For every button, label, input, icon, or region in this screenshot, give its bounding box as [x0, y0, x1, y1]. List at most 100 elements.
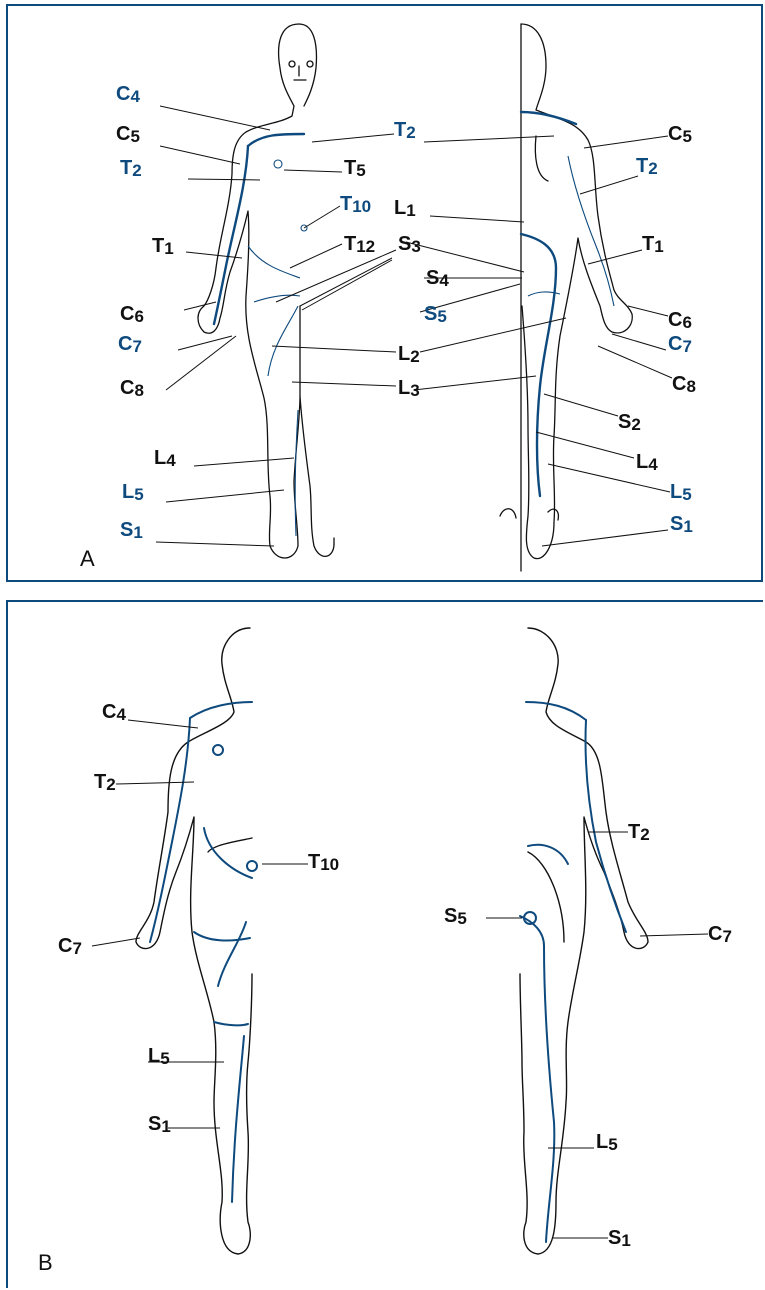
label-number: 7: [682, 337, 691, 356]
dermatome-label-s1: S1: [670, 514, 693, 534]
label-number: 7: [72, 939, 81, 958]
label-number: 5: [160, 1049, 169, 1068]
dermatome-label-t10: T10: [340, 194, 371, 214]
label-number: 5: [134, 485, 143, 504]
label-letter: C: [116, 123, 130, 145]
label-letter: T: [152, 235, 164, 257]
b-front-dermatome-arm: [150, 718, 190, 942]
label-letter: T: [628, 821, 640, 843]
label-number: 1: [164, 239, 173, 258]
label-letter: C: [118, 333, 132, 355]
label-letter: C: [116, 83, 130, 105]
label-number: 2: [648, 159, 657, 178]
dermatome-label-t2: T2: [120, 158, 142, 178]
label-number: 5: [457, 909, 466, 928]
dermatome-label-s1: S1: [148, 1114, 171, 1134]
label-number: 1: [406, 201, 415, 220]
label-number: 2: [106, 775, 115, 794]
label-number: 2: [631, 415, 640, 434]
dermatome-label-c5: C5: [116, 124, 140, 144]
dermatome-label-t12: T12: [344, 234, 375, 254]
label-letter: S: [670, 513, 683, 535]
label-letter: L: [148, 1045, 160, 1067]
label-number: 1: [621, 1231, 630, 1250]
label-letter: L: [122, 481, 134, 503]
label-number: 4: [130, 87, 139, 106]
dermatome-label-l3: L3: [398, 378, 420, 398]
dermatome-label-s1: S1: [608, 1228, 631, 1248]
front-body-outline: [198, 24, 334, 558]
label-number: 5: [437, 307, 446, 326]
label-letter: T: [308, 851, 320, 873]
label-number: 1: [161, 1117, 170, 1136]
dermatome-label-s1: S1: [120, 520, 143, 540]
panel-b-letter: B: [38, 1250, 53, 1276]
label-number: 5: [682, 127, 691, 146]
label-letter: L: [154, 447, 166, 469]
dermatome-label-c7: C7: [58, 936, 82, 956]
dermatome-label-s2: S2: [618, 412, 641, 432]
label-number: 4: [648, 455, 657, 474]
dermatome-label-t2: T2: [394, 120, 416, 140]
label-number: 10: [352, 197, 371, 216]
front-dermatome-arm-line: [214, 146, 248, 324]
label-letter: S: [618, 411, 631, 433]
dermatome-label-c7: C7: [708, 924, 732, 944]
dermatome-label-s3: S3: [398, 234, 421, 254]
dermatome-label-l5: L5: [670, 482, 692, 502]
label-number: 3: [411, 237, 420, 256]
label-letter: C: [668, 123, 682, 145]
label-number: 12: [356, 237, 375, 256]
label-letter: C: [672, 373, 686, 395]
label-letter: T: [642, 233, 654, 255]
dermatome-label-s4: S4: [426, 268, 449, 288]
label-number: 8: [686, 377, 695, 396]
dermatome-label-l2: L2: [398, 344, 420, 364]
label-number: 4: [166, 451, 175, 470]
label-letter: L: [398, 343, 410, 365]
front-dermatome-c4: [248, 134, 304, 146]
dermatome-label-l4: L4: [154, 448, 176, 468]
label-letter: T: [344, 233, 356, 255]
label-letter: C: [102, 701, 116, 723]
label-number: 6: [134, 307, 143, 326]
label-letter: S: [148, 1113, 161, 1135]
label-letter: C: [58, 935, 72, 957]
dermatome-label-t5: T5: [344, 158, 366, 178]
dermatome-label-c4: C4: [102, 702, 126, 722]
label-number: 7: [722, 927, 731, 946]
label-number: 4: [116, 705, 125, 724]
label-number: 5: [608, 1135, 617, 1154]
dermatome-label-t1: T1: [152, 236, 174, 256]
label-letter: T: [636, 155, 648, 177]
label-number: 5: [130, 127, 139, 146]
label-letter: T: [120, 157, 132, 179]
dermatome-label-c8: C8: [672, 374, 696, 394]
label-number: 6: [682, 313, 691, 332]
label-letter: C: [120, 377, 134, 399]
label-number: 2: [410, 347, 419, 366]
label-letter: L: [636, 451, 648, 473]
dermatome-label-l5: L5: [148, 1046, 170, 1066]
back-b-body-outline: [520, 628, 648, 1254]
dermatome-label-s5: S5: [424, 304, 447, 324]
dermatome-label-s5: S5: [444, 906, 467, 926]
label-number: 2: [132, 161, 141, 180]
dermatome-label-c8: C8: [120, 378, 144, 398]
label-letter: T: [394, 119, 406, 141]
label-letter: S: [426, 267, 439, 289]
label-letter: S: [398, 233, 411, 255]
dermatome-label-c7: C7: [118, 334, 142, 354]
label-letter: C: [668, 333, 682, 355]
label-letter: T: [94, 771, 106, 793]
b-front-dermatome-c4: [190, 702, 252, 718]
dermatome-label-t1: T1: [642, 234, 664, 254]
label-letter: L: [670, 481, 682, 503]
label-number: 10: [320, 855, 339, 874]
dermatome-label-c6: C6: [120, 304, 144, 324]
label-letter: L: [398, 377, 410, 399]
dermatome-label-l1: L1: [394, 198, 416, 218]
dermatome-label-l5: L5: [596, 1132, 618, 1152]
label-letter: C: [668, 309, 682, 331]
